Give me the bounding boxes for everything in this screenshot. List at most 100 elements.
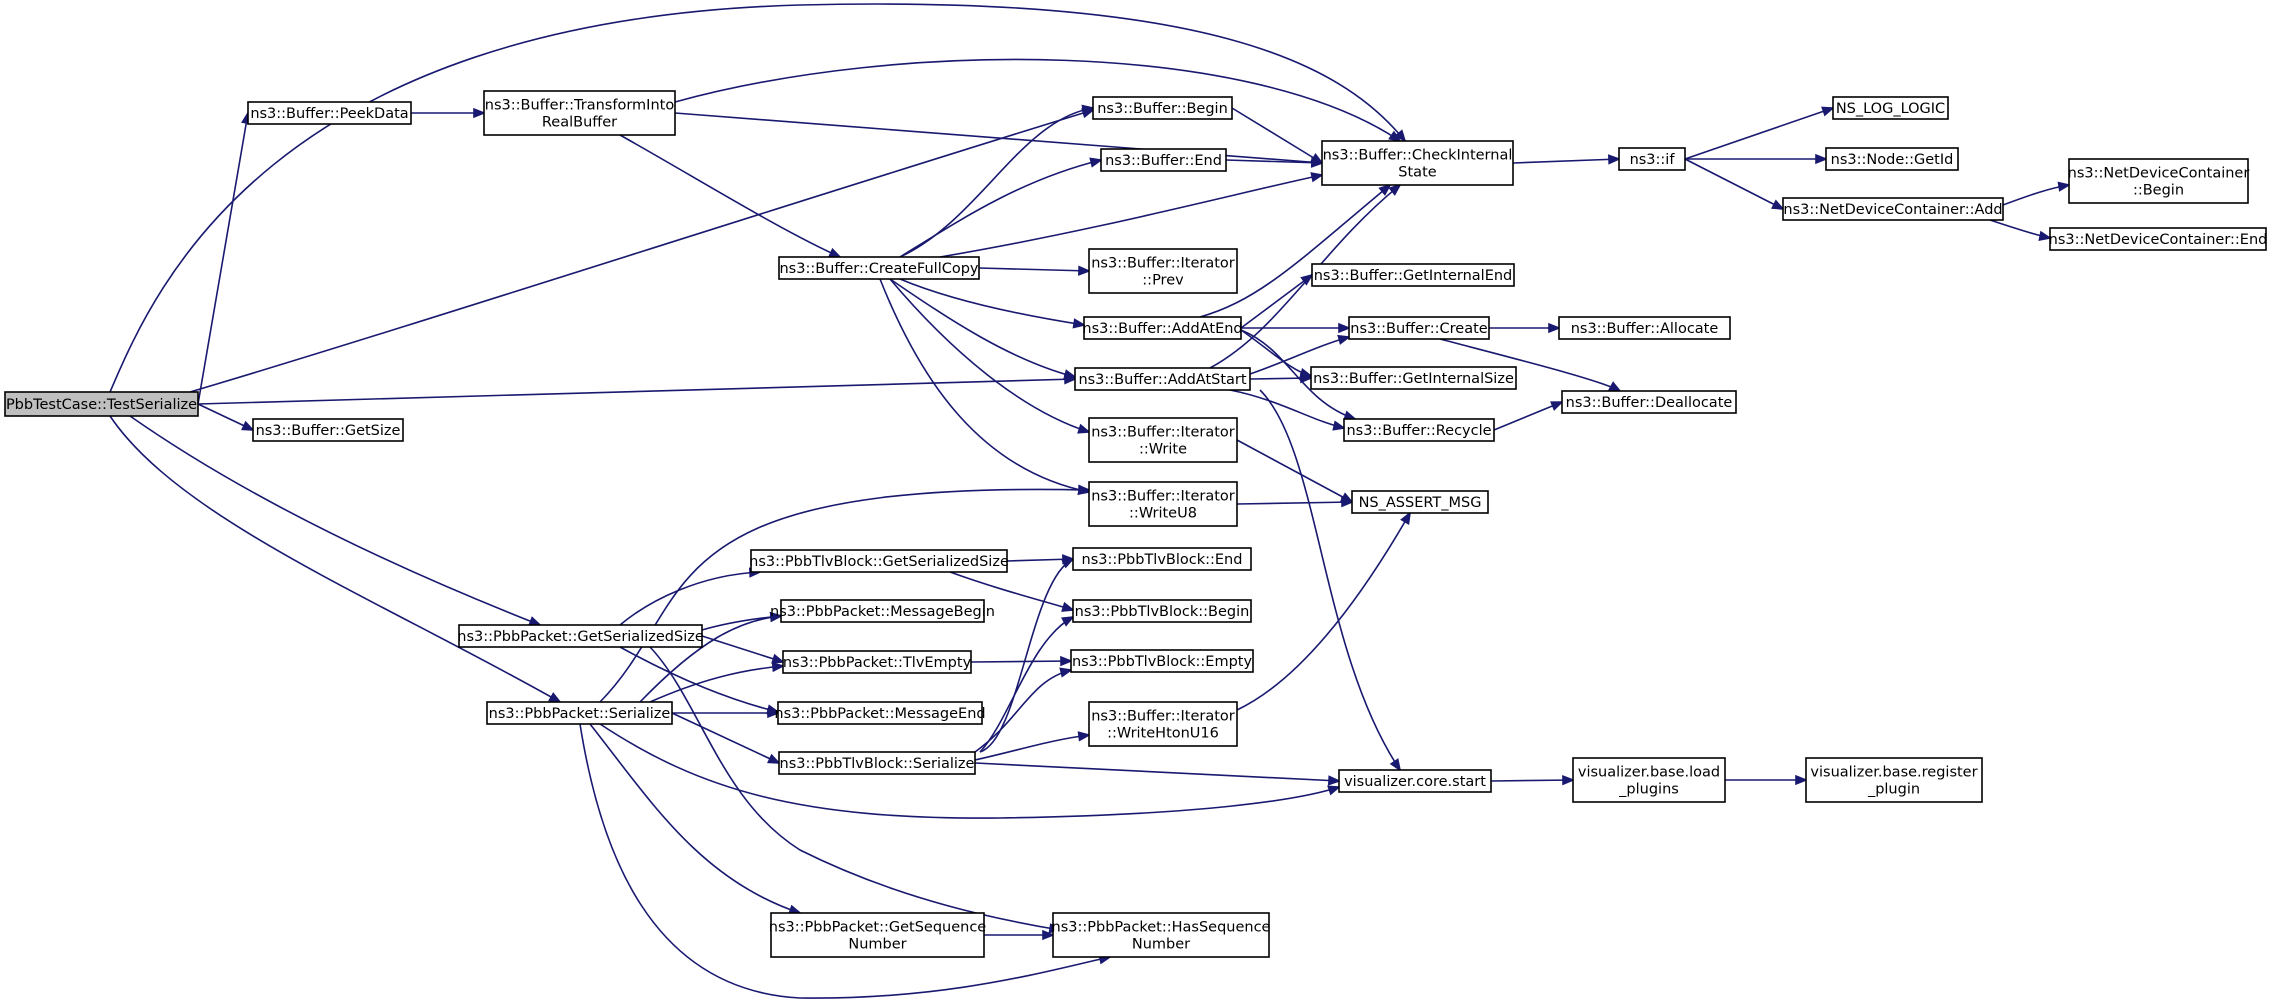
edge-line [879,278,1090,493]
node-getinternalsize[interactable]: ns3::Buffer::GetInternalSize [1310,366,1517,390]
edge-line [589,723,801,914]
node-box [750,549,1008,573]
edge-line [974,762,1340,782]
edge-arrowhead [1089,157,1104,168]
node-recycle[interactable]: ns3::Buffer::Recycle [1343,418,1495,442]
node-box [1618,147,1686,171]
node-box [1070,649,1254,673]
edge-pkt_serialize-to-tlvempty [649,661,786,703]
node-buf-create[interactable]: ns3::Buffer::Create [1348,316,1490,340]
node-box [2049,227,2267,251]
edge-root-to-peekdata [197,110,252,405]
node-buf-begin[interactable]: ns3::Buffer::Begin [1092,96,1233,120]
node-label: ns3::PbbPacket::GetSerializedSize [457,629,704,645]
node-box [2068,158,2249,204]
node-peekdata[interactable]: ns3::Buffer::PeekData [247,101,412,125]
edge-line [1229,389,1345,429]
node-box [1348,316,1490,340]
node-tlvb-getser[interactable]: ns3::PbbTlvBlock::GetSerializedSize [749,549,1009,573]
node-layer: PbbTestCase::TestSerialize ns3::Buffer::P… [4,90,2268,958]
edge-arrowhead [1059,667,1074,678]
node-iter-prev[interactable]: ns3::Buffer::Iterator::Prev [1088,248,1238,294]
node-ndc-end[interactable]: ns3::NetDeviceContainer::End [2049,227,2268,251]
edge-line [1236,512,1411,711]
node-label: ns3::Buffer::Iterator [1091,425,1235,441]
edge-vcore_start-to-vbase_load [1490,774,1576,786]
node-deallocate[interactable]: ns3::Buffer::Deallocate [1561,390,1737,414]
edge-arrowhead [1389,758,1402,772]
edge-createfull-to-iter_prev [978,265,1092,276]
node-box [1321,140,1514,186]
node-iter-write[interactable]: ns3::Buffer::Iterator::Write [1088,417,1238,463]
node-box [1561,390,1737,414]
edge-pkt_serialize-to-msgend [672,707,781,719]
node-vcore-start[interactable]: visualizer.core.start [1338,769,1492,793]
node-box [780,599,985,623]
edge-line [129,415,541,626]
edge-arrowhead [1061,558,1075,569]
node-label: visualizer.core.start [1344,774,1486,790]
edge-addatend-to-checkinternal [1199,183,1392,318]
node-box [1558,316,1731,340]
node-label: ns3::Buffer::GetInternalSize [1313,371,1514,387]
node-box [1805,757,1983,803]
node-tlvb-empty[interactable]: ns3::PbbTlvBlock::Empty [1070,649,1254,673]
node-label: ::Write [1139,442,1187,458]
node-box [252,418,404,442]
edge-arrowhead [769,611,784,623]
edge-addatstart-to-checkinternal [1209,183,1402,369]
node-tlvb-begin[interactable]: ns3::PbbTlvBlock::Begin [1072,599,1252,623]
node-getinternalend[interactable]: ns3::Buffer::GetInternalEnd [1311,263,1515,287]
edge-line [939,174,1323,258]
edge-line [1240,274,1313,329]
node-addatend[interactable]: ns3::Buffer::AddAtEnd [1082,316,1243,340]
edge-line [1684,107,1834,160]
node-vbase-register[interactable]: visualizer.base.register_plugin [1805,757,1983,803]
edge-tlvb_serialize-to-vcore_start [974,762,1342,786]
edge-peekdata-to-checkinternal [674,58,1402,143]
edge-peekdata-to-transform [411,107,487,119]
node-label: ns3::PbbTlvBlock::Begin [1075,604,1250,620]
node-createfull[interactable]: ns3::Buffer::CreateFullCopy [778,256,980,280]
edge-arrowhead [1077,423,1092,434]
node-box [1782,197,2004,221]
edge-arrowhead [1562,774,1576,786]
edge-arrowhead [1332,420,1347,431]
node-tlvempty[interactable]: ns3::PbbPacket::TlvEmpty [782,650,972,674]
node-root[interactable]: PbbTestCase::TestSerialize [4,391,199,417]
edge-addatstart-to-recycle [1229,389,1347,431]
node-label: ns3::Buffer::GetSize [256,423,401,439]
node-loglogic[interactable]: NS_LOG_LOGIC [1832,96,1949,120]
node-iter-writeu8[interactable]: ns3::Buffer::Iterator::WriteU8 [1088,481,1238,527]
node-label: _plugin [1867,782,1920,798]
node-msgend[interactable]: ns3::PbbPacket::MessageEnd [774,701,986,725]
node-ndc-begin[interactable]: ns3::NetDeviceContainer::Begin [2068,158,2250,204]
node-tlvb-end[interactable]: ns3::PbbTlvBlock::End [1072,547,1252,571]
node-ns3-if[interactable]: ns3::if [1618,147,1686,171]
edge-createfull-to-addatend [899,278,1087,329]
edge-line [889,278,1076,378]
node-allocate[interactable]: ns3::Buffer::Allocate [1558,316,1731,340]
node-buf-end[interactable]: ns3::Buffer::End [1100,148,1227,172]
node-ndc-add[interactable]: ns3::NetDeviceContainer::Add [1782,197,2004,221]
node-assertmsg[interactable]: NS_ASSERT_MSG [1351,490,1489,514]
node-addatstart[interactable]: ns3::Buffer::AddAtStart [1074,367,1251,391]
node-vbase-load[interactable]: visualizer.base.load_plugins [1572,757,1726,803]
node-node-getid[interactable]: ns3::Node::GetId [1825,147,1959,171]
node-getsize[interactable]: ns3::Buffer::GetSize [252,418,404,442]
node-iter-writehton[interactable]: ns3::Buffer::Iterator::WriteHtonU16 [1088,701,1238,747]
node-label: ns3::NetDeviceContainer [2068,166,2250,182]
edge-arrowhead [1060,655,1074,667]
edge-createfull-to-iter_writeu8 [879,278,1092,495]
node-label: NS_LOG_LOGIC [1836,101,1945,117]
node-label: ns3::Node::GetId [1831,152,1954,168]
node-label: ns3::PbbPacket::Serialize [489,706,671,722]
node-msgbegin[interactable]: ns3::PbbPacket::MessageBegin [770,599,995,623]
node-tlvb-serialize[interactable]: ns3::PbbTlvBlock::Serialize [778,751,976,775]
node-pkt-serialize[interactable]: ns3::PbbPacket::Serialize [486,701,673,725]
node-pkt-getser[interactable]: ns3::PbbPacket::GetSerializedSize [457,624,704,648]
